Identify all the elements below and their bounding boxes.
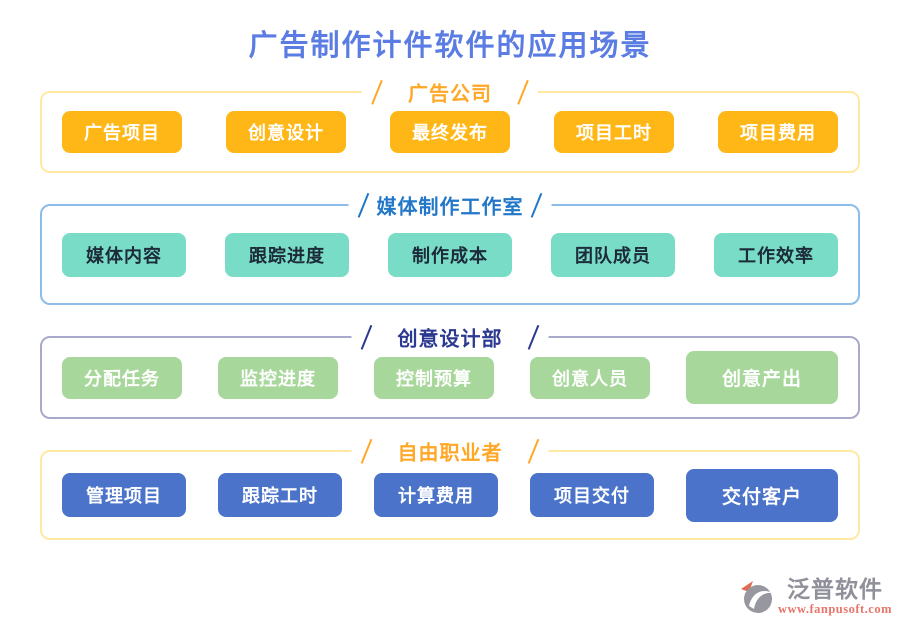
section-title: 创意设计部 — [397, 328, 503, 351]
slash-left-icon — [360, 438, 373, 464]
section-freelancer-header: 自由职业者 — [351, 436, 549, 466]
button-project-cost[interactable]: 项目费用 — [718, 111, 838, 153]
button-project-delivery[interactable]: 项目交付 — [529, 473, 654, 517]
button-creative-output[interactable]: 创意产出 — [685, 351, 838, 404]
brand-url: www.fanpusoft.com — [777, 602, 892, 617]
slash-left-icon — [360, 324, 373, 350]
button-assign-tasks[interactable]: 分配任务 — [62, 356, 182, 399]
button-row: 分配任务 监控进度 控制预算 创意人员 创意产出 — [42, 351, 858, 404]
slash-right-icon — [527, 324, 540, 350]
slash-right-icon — [517, 79, 529, 105]
slash-left-icon — [357, 192, 370, 218]
button-calculate-fees[interactable]: 计算费用 — [373, 473, 498, 517]
button-production-cost[interactable]: 制作成本 — [388, 232, 512, 277]
section-creative-design-dept-header: 创意设计部 — [351, 322, 549, 352]
section-freelancer: 自由职业者 管理项目 跟踪工时 计算费用 项目交付 交付客户 — [40, 436, 860, 540]
button-creative-staff[interactable]: 创意人员 — [529, 356, 650, 399]
section-media-studio: 媒体制作工作室 媒体内容 跟踪进度 制作成本 团队成员 工作效率 — [40, 190, 860, 305]
button-control-budget[interactable]: 控制预算 — [373, 356, 494, 399]
button-final-release[interactable]: 最终发布 — [390, 111, 510, 153]
brand-name: 泛普软件 — [786, 577, 883, 602]
section-title: 广告公司 — [408, 83, 492, 106]
button-work-efficiency[interactable]: 工作效率 — [714, 232, 838, 277]
button-row: 管理项目 跟踪工时 计算费用 项目交付 交付客户 — [42, 468, 858, 522]
footer-brand-text: 泛普软件 www.fanpusoft.com — [778, 577, 892, 617]
button-row: 媒体内容 跟踪进度 制作成本 团队成员 工作效率 — [42, 232, 858, 277]
button-monitor-progress[interactable]: 监控进度 — [217, 356, 338, 399]
footer-brand: 泛普软件 www.fanpusoft.com — [740, 577, 892, 620]
button-track-hours[interactable]: 跟踪工时 — [217, 473, 342, 517]
section-title: 媒体制作工作室 — [376, 196, 524, 219]
button-team-members[interactable]: 团队成员 — [551, 232, 675, 277]
section-media-studio-header: 媒体制作工作室 — [348, 190, 552, 220]
page: 广告制作计件软件的应用场景 广告公司 广告项目 创意设计 最终发布 项目工时 项… — [0, 22, 900, 622]
page-title: 广告制作计件软件的应用场景 — [248, 30, 652, 62]
section-ad-company: 广告公司 广告项目 创意设计 最终发布 项目工时 项目费用 — [40, 77, 860, 173]
button-creative-design[interactable]: 创意设计 — [226, 111, 346, 153]
button-manage-projects[interactable]: 管理项目 — [62, 473, 186, 517]
section-ad-company-header: 广告公司 — [362, 77, 538, 107]
slash-right-icon — [530, 192, 543, 218]
button-project-hours[interactable]: 项目工时 — [554, 111, 674, 153]
button-media-content[interactable]: 媒体内容 — [62, 232, 186, 277]
button-deliver-to-client[interactable]: 交付客户 — [685, 468, 838, 522]
slash-right-icon — [527, 438, 540, 464]
section-creative-design-dept: 创意设计部 分配任务 监控进度 控制预算 创意人员 创意产出 — [40, 322, 860, 419]
slash-left-icon — [371, 79, 383, 105]
button-ad-project[interactable]: 广告项目 — [62, 111, 182, 153]
section-title: 自由职业者 — [397, 442, 503, 465]
button-track-progress[interactable]: 跟踪进度 — [225, 232, 349, 277]
button-row: 广告项目 创意设计 最终发布 项目工时 项目费用 — [42, 111, 858, 153]
